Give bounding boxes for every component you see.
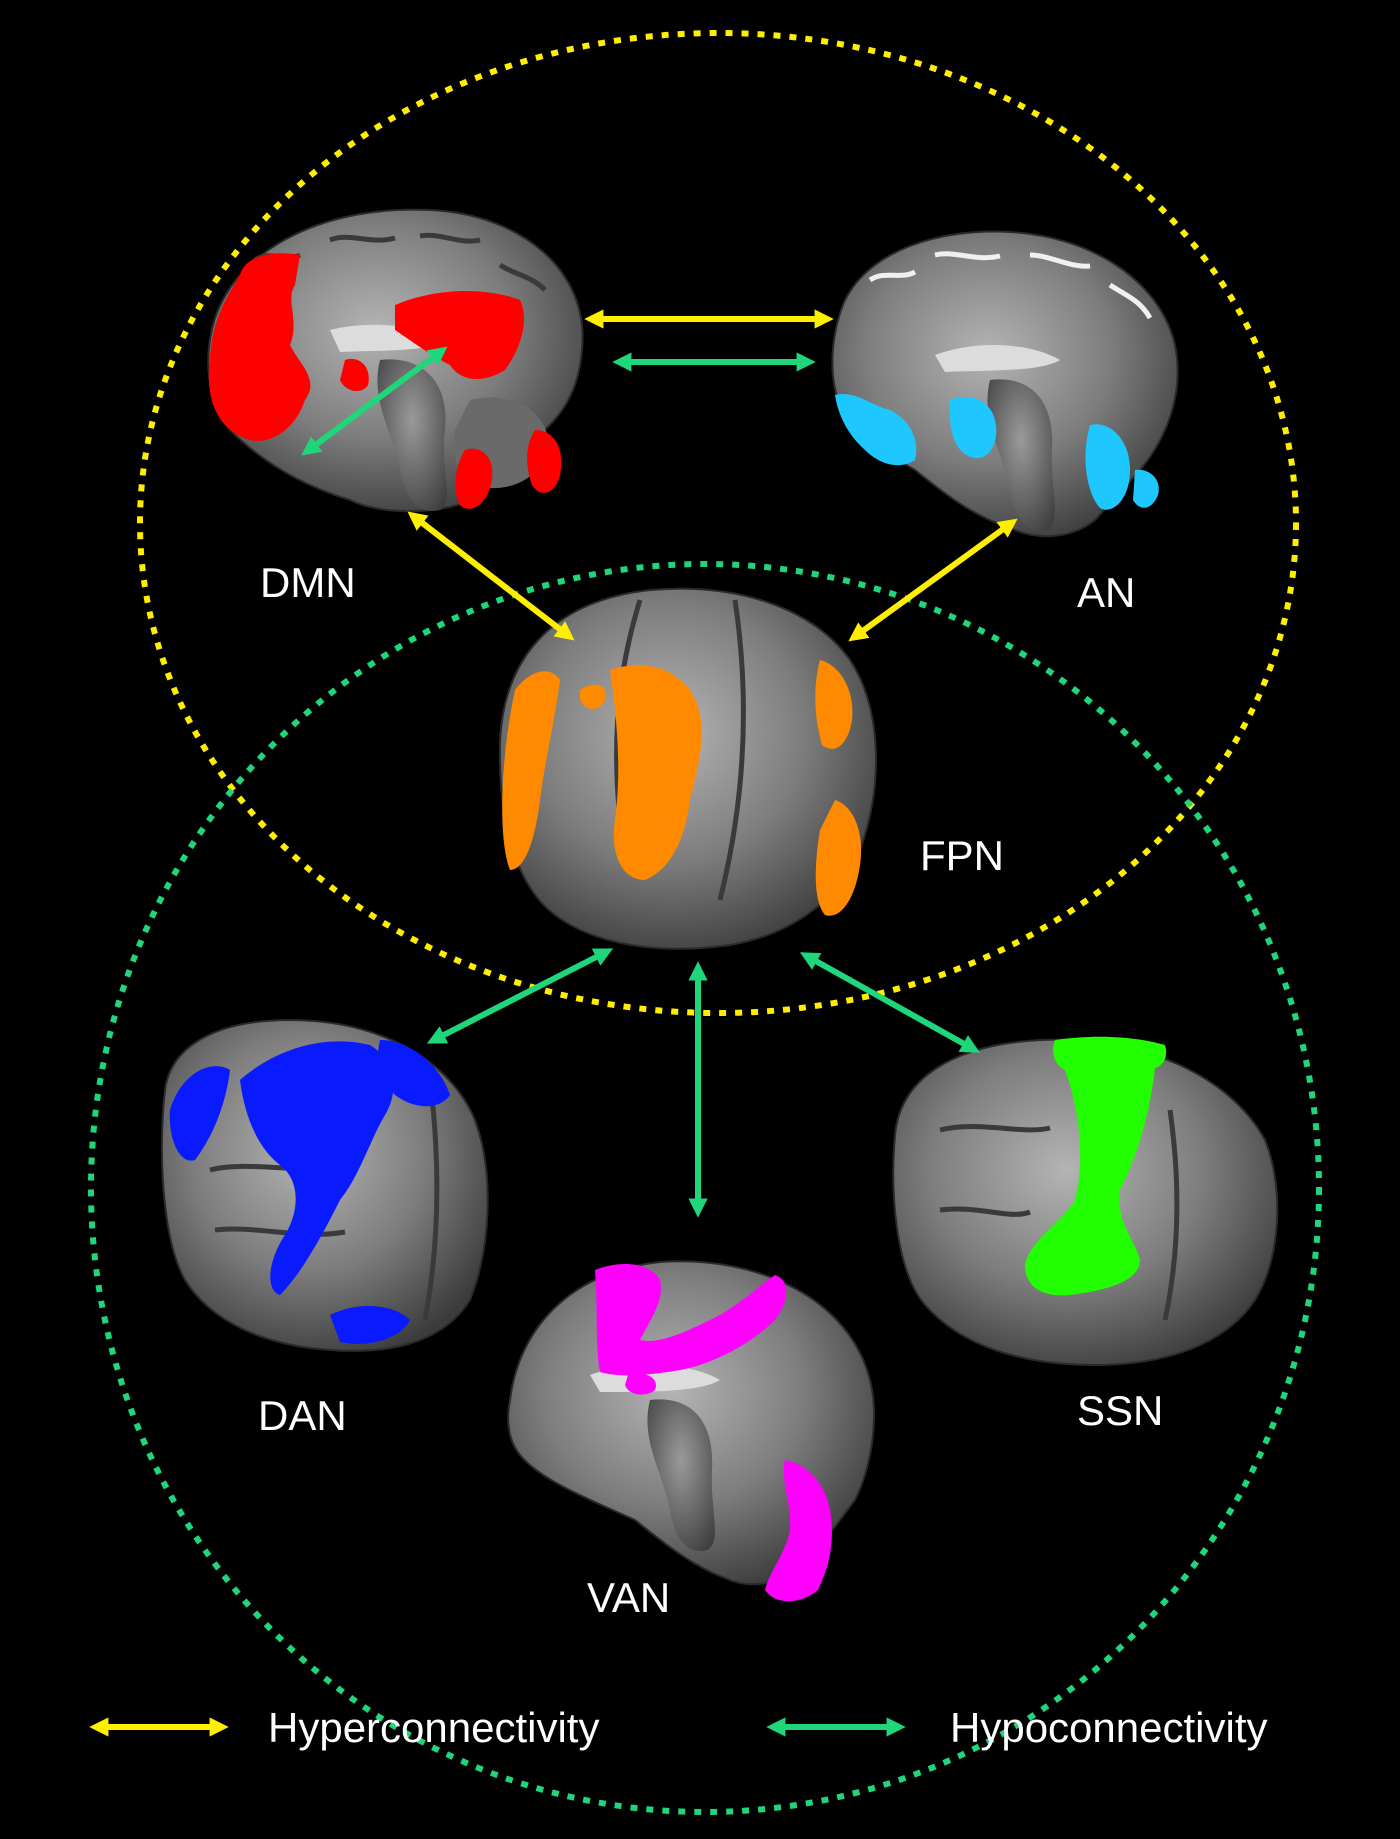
van-region xyxy=(765,1460,832,1602)
fpn-region xyxy=(580,684,606,709)
dan-label: DAN xyxy=(258,1392,347,1439)
fpn-region xyxy=(815,800,862,916)
van-brain-image xyxy=(507,1260,875,1602)
dmn-internal-hypo-arrow xyxy=(301,346,448,456)
dan-region xyxy=(240,1041,394,1295)
van-region xyxy=(595,1264,787,1376)
legend: Hyperconnectivity Hypoconnectivity xyxy=(89,1704,1267,1751)
dmn-region xyxy=(395,290,525,380)
van-region xyxy=(625,1373,656,1395)
dan-region xyxy=(169,1066,230,1161)
an-label: AN xyxy=(1077,569,1135,616)
ssn-label: SSN xyxy=(1077,1387,1163,1434)
hyperconnectivity-group-outline xyxy=(137,30,1299,1016)
fpn-region xyxy=(502,671,560,870)
legend-hyper-label: Hyperconnectivity xyxy=(268,1704,599,1751)
an-region xyxy=(949,396,997,459)
van-label: VAN xyxy=(587,1574,670,1621)
fpn-region xyxy=(610,665,702,880)
dan-region xyxy=(378,1040,450,1107)
dmn-brain-image xyxy=(207,208,584,513)
dmn-fpn-hyper-arrow xyxy=(407,511,575,641)
an-brain-image xyxy=(831,230,1179,538)
an-region xyxy=(835,393,917,466)
dmn-region xyxy=(527,430,562,493)
fpn-ssn-hypo-arrow xyxy=(799,952,981,1053)
fpn-brain-image xyxy=(498,587,877,950)
dan-brain-image xyxy=(160,1018,489,1352)
dmn-region xyxy=(455,448,493,509)
fpn-region xyxy=(815,660,853,749)
an-region xyxy=(1133,469,1159,508)
an-region xyxy=(1085,424,1130,510)
an-fpn-hyper-arrow xyxy=(848,518,1018,642)
hypoconnectivity-group-outline xyxy=(88,561,1322,1815)
fpn-dan-hypo-arrow xyxy=(426,948,614,1044)
legend-hypo-label: Hypoconnectivity xyxy=(950,1704,1267,1751)
dan-region xyxy=(330,1305,410,1344)
fpn-label: FPN xyxy=(920,832,1004,879)
ssn-region xyxy=(1025,1036,1167,1296)
ssn-brain-image xyxy=(892,1036,1279,1367)
dmn-region xyxy=(208,253,311,441)
dmn-label: DMN xyxy=(260,559,356,606)
